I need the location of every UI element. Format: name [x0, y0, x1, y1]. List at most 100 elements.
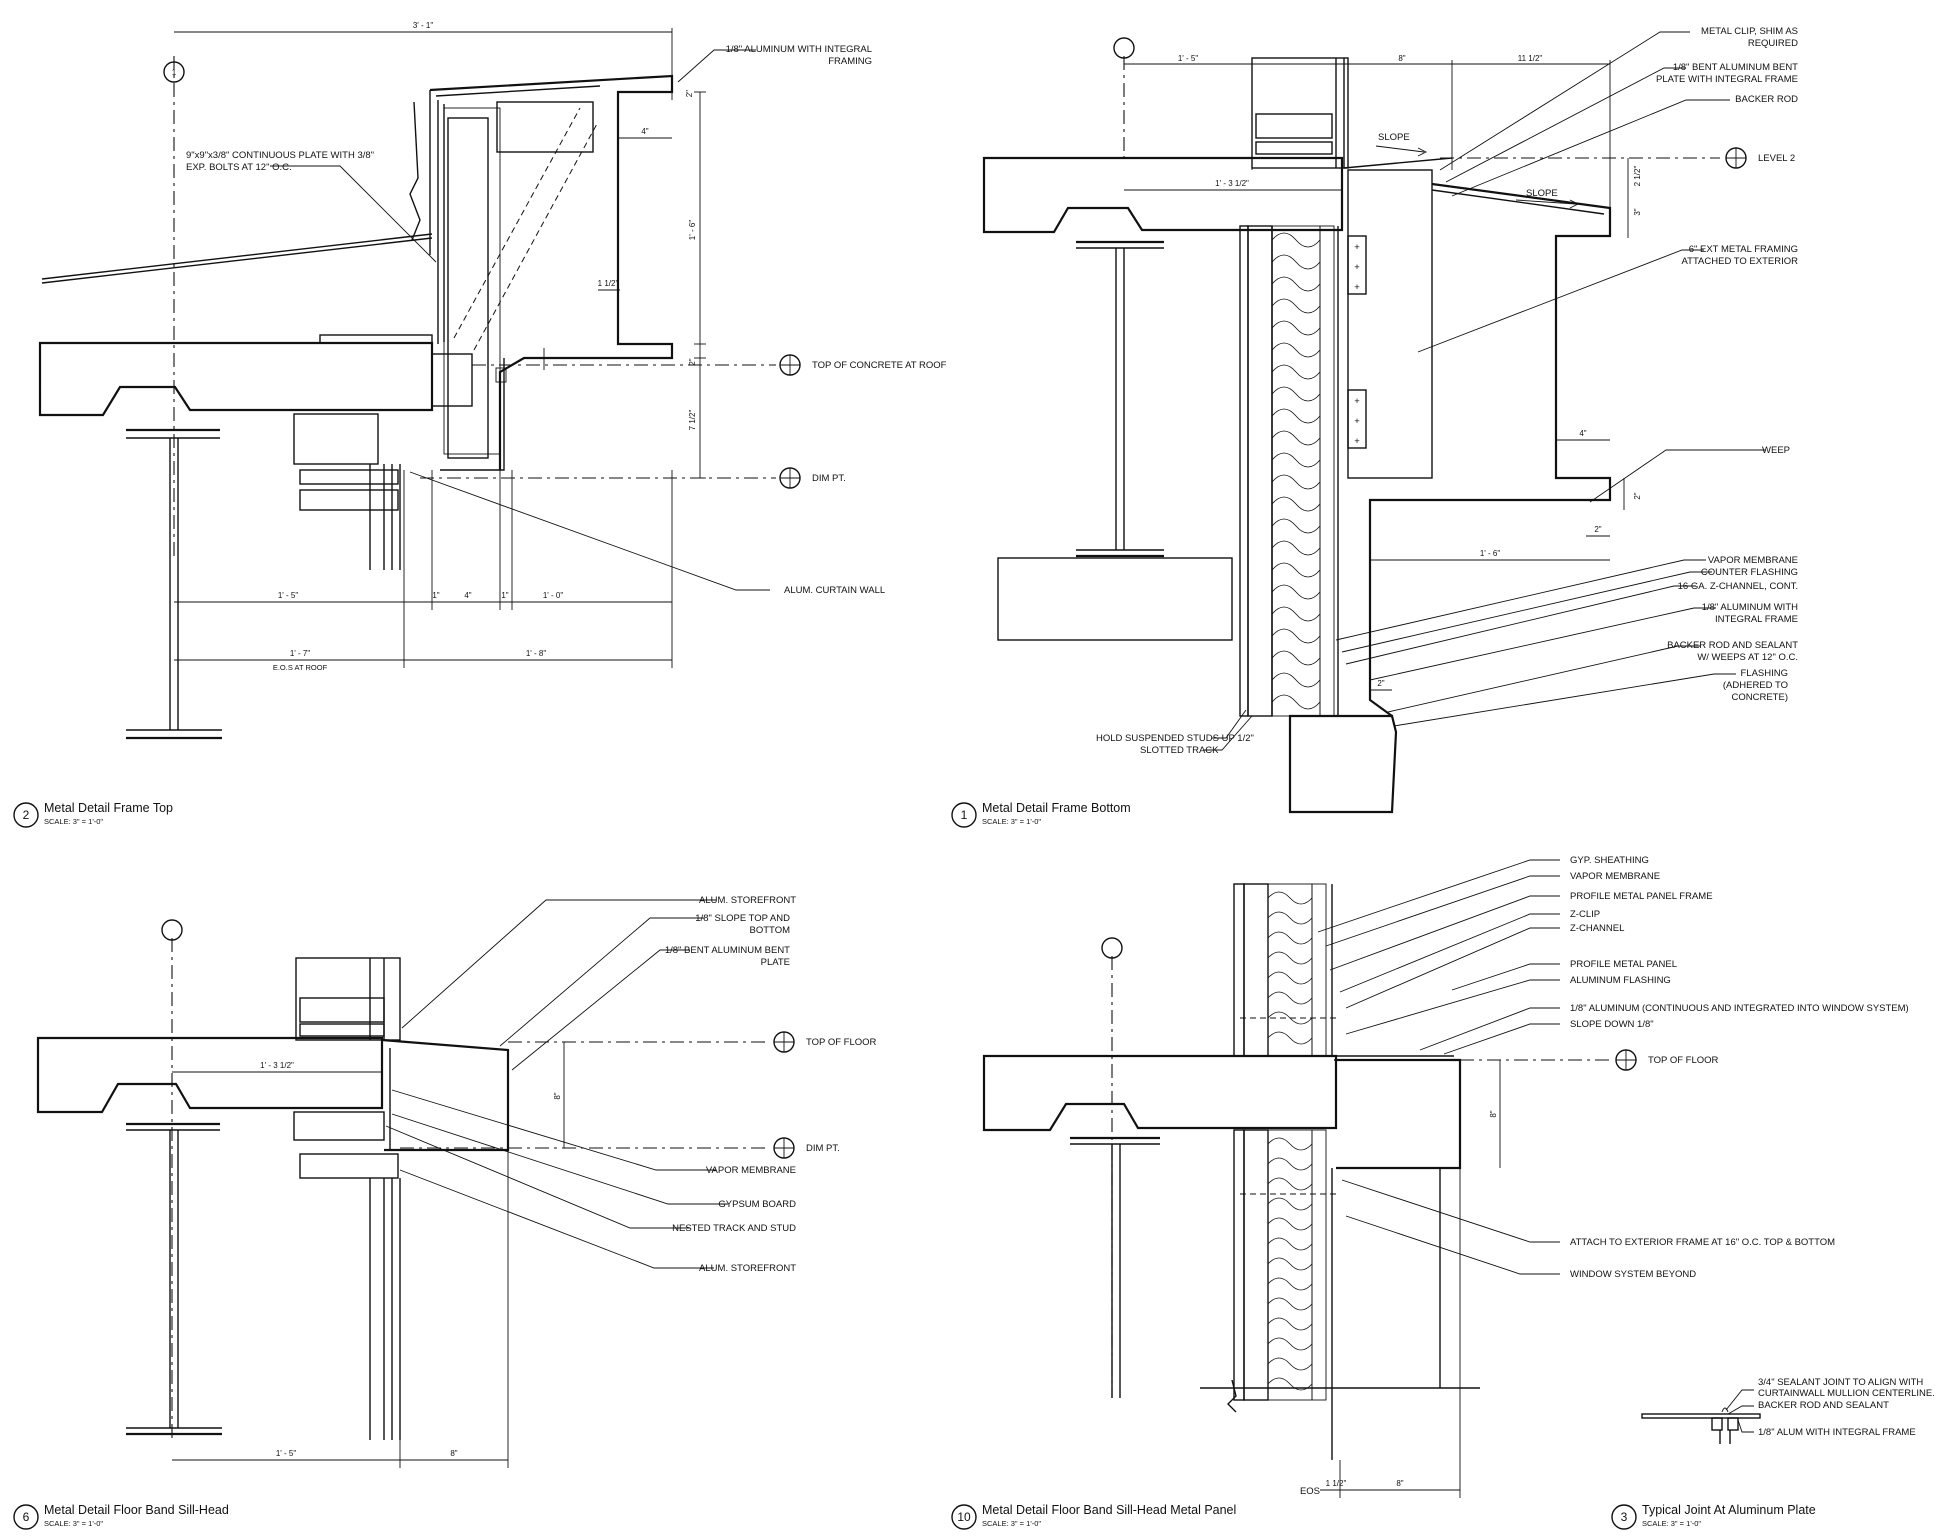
svg-text:4": 4" [1579, 429, 1586, 438]
svg-text:1/8" ALUM WITH INTEGRAL FRAME: 1/8" ALUM WITH INTEGRAL FRAME [1758, 1427, 1916, 1438]
svg-text:METAL CLIP, SHIM AS: METAL CLIP, SHIM AS [1701, 26, 1798, 37]
nested-track [293, 1111, 385, 1141]
parapet-frame [429, 74, 674, 470]
detail-scale: SCALE: 3" = 1'-0" [44, 817, 103, 826]
steel-beam [126, 428, 222, 740]
roof-clip [409, 101, 421, 241]
detail-2-frame-top: 1 [13, 21, 947, 828]
bent-plate [1368, 182, 1612, 717]
svg-text:2": 2" [1594, 525, 1601, 534]
detail-1-frame-bottom: +++ +++ SLOPE SLOPE 1' - 5" 8" 11 1/2" 1… [951, 26, 1798, 828]
svg-text:+: + [1354, 396, 1360, 407]
steel-beam [126, 1122, 222, 1436]
lower-slab [997, 557, 1233, 641]
svg-text:FLASHING: FLASHING [1740, 668, 1788, 679]
svg-text:EXP. BOLTS AT 12" O.C.: EXP. BOLTS AT 12" O.C. [186, 162, 292, 173]
grid-bubble [1101, 937, 1123, 959]
svg-text:W/ WEEPS AT 12" O.C.: W/ WEEPS AT 12" O.C. [1697, 652, 1798, 663]
svg-text:2 1/2": 2 1/2" [1633, 166, 1642, 187]
svg-text:1' - 8": 1' - 8" [526, 649, 547, 658]
gyp-sheathing [1233, 883, 1245, 1057]
detail-title: Metal Detail Floor Band Sill-Head Metal … [982, 1503, 1236, 1517]
parapet-blocking [443, 107, 501, 455]
svg-text:TOP OF FLOOR: TOP OF FLOOR [806, 1037, 877, 1048]
svg-text:VAPOR MEMBRANE: VAPOR MEMBRANE [1708, 555, 1798, 566]
svg-text:8": 8" [1398, 54, 1405, 63]
svg-text:9"x9"x3/8" CONTINUOUS PLATE WI: 9"x9"x3/8" CONTINUOUS PLATE WITH 3/8" [186, 150, 374, 161]
svg-text:GYP. SHEATHING: GYP. SHEATHING [1570, 855, 1649, 866]
storefront-lower [299, 1153, 399, 1179]
band-plate [1336, 1058, 1462, 1170]
bent-plate [381, 1038, 510, 1152]
concrete-curb [1288, 714, 1398, 814]
svg-text:1' - 3 1/2": 1' - 3 1/2" [260, 1061, 294, 1070]
storefront-upper [295, 957, 401, 1041]
detail-title: Metal Detail Floor Band Sill-Head [44, 1503, 229, 1517]
insulation-lower [1267, 1129, 1313, 1401]
svg-text:+: + [1354, 242, 1360, 253]
svg-text:1/8" BENT ALUMINUM BENT: 1/8" BENT ALUMINUM BENT [665, 945, 790, 956]
detail-number-bubble [1611, 1504, 1637, 1530]
svg-text:4": 4" [641, 127, 648, 136]
svg-text:7 1/2": 7 1/2" [688, 410, 697, 431]
roof-membrane [41, 233, 433, 280]
detail-title: Metal Detail Frame Bottom [982, 801, 1131, 815]
svg-text:ALUMINUM FLASHING: ALUMINUM FLASHING [1570, 975, 1671, 986]
svg-text:LEVEL 2: LEVEL 2 [1758, 153, 1795, 164]
detail-scale: SCALE: 3" = 1'-0" [982, 817, 1041, 826]
svg-text:8": 8" [1489, 1110, 1498, 1117]
concrete-slab [38, 341, 434, 417]
svg-text:PROFILE METAL PANEL FRAME: PROFILE METAL PANEL FRAME [1570, 891, 1713, 902]
svg-text:2": 2" [688, 358, 697, 365]
svg-text:1' - 5": 1' - 5" [1178, 54, 1199, 63]
detail-title: Typical Joint At Aluminum Plate [1642, 1503, 1816, 1517]
svg-text:6" EXT METAL FRAMING: 6" EXT METAL FRAMING [1689, 244, 1798, 255]
detail-10-metal-panel: 8" 1 1/2" 8" EOS GYP. SHEATHING VAPOR ME… [951, 855, 1909, 1530]
svg-text:BACKER ROD: BACKER ROD [1735, 94, 1798, 105]
svg-text:3: 3 [1621, 1510, 1628, 1524]
grid-bubble [163, 61, 185, 83]
svg-text:1' - 6": 1' - 6" [688, 220, 697, 241]
svg-text:4": 4" [464, 591, 471, 600]
gypsum-board [1239, 225, 1249, 717]
concrete-slab [982, 156, 1344, 234]
svg-text:COUNTER FLASHING: COUNTER FLASHING [1701, 567, 1798, 578]
svg-text:1/8" ALUMINUM (CONTINUOUS AND: 1/8" ALUMINUM (CONTINUOUS AND INTEGRATED… [1570, 1003, 1909, 1014]
window-frame [1251, 57, 1349, 169]
svg-text:GYPSUM BOARD: GYPSUM BOARD [718, 1199, 796, 1210]
detail-3-typical-joint: 3/4" SEALANT JOINT TO ALIGN WITH CURTAIN… [1611, 1377, 1935, 1530]
svg-text:SLOPE: SLOPE [1378, 132, 1410, 143]
svg-text:DIM PT.: DIM PT. [806, 1143, 840, 1154]
svg-text:ALUM. STOREFRONT: ALUM. STOREFRONT [699, 1263, 796, 1274]
svg-text:SLOTTED TRACK: SLOTTED TRACK [1140, 745, 1219, 756]
svg-text:(ADHERED TO: (ADHERED TO [1723, 680, 1788, 691]
svg-text:BACKER ROD AND SEALANT: BACKER ROD AND SEALANT [1758, 1400, 1889, 1411]
svg-text:+: + [1354, 436, 1360, 447]
svg-text:FRAMING: FRAMING [828, 56, 872, 67]
steel-beam [1076, 240, 1164, 558]
svg-text:2": 2" [685, 90, 694, 97]
svg-text:1 1/2": 1 1/2" [1326, 1479, 1347, 1488]
svg-text:VAPOR MEMBRANE: VAPOR MEMBRANE [706, 1165, 796, 1176]
detail-scale: SCALE: 3" = 1'-0" [1642, 1519, 1701, 1528]
svg-text:1 1/2": 1 1/2" [598, 279, 619, 288]
svg-text:1/8" SLOPE TOP AND: 1/8" SLOPE TOP AND [695, 913, 790, 924]
parapet-stud [447, 117, 489, 459]
svg-text:TOP OF FLOOR: TOP OF FLOOR [1648, 1055, 1719, 1066]
svg-text:2": 2" [1377, 679, 1384, 688]
svg-text:SLOPE: SLOPE [1526, 188, 1558, 199]
svg-text:PROFILE METAL PANEL: PROFILE METAL PANEL [1570, 959, 1677, 970]
svg-text:DIM PT.: DIM PT. [812, 473, 846, 484]
eos-label: EOS [1300, 1486, 1320, 1497]
coping-block [496, 101, 594, 153]
svg-text:1: 1 [961, 808, 968, 822]
svg-text:1": 1" [432, 591, 439, 600]
svg-text:1": 1" [501, 591, 508, 600]
svg-text:NESTED TRACK AND STUD: NESTED TRACK AND STUD [672, 1223, 796, 1234]
grid-bubble [1113, 37, 1135, 59]
exterior-sheathing [1319, 225, 1335, 717]
svg-text:6: 6 [23, 1510, 30, 1524]
svg-text:1' - 0": 1' - 0" [543, 591, 564, 600]
svg-text:+: + [1354, 416, 1360, 427]
